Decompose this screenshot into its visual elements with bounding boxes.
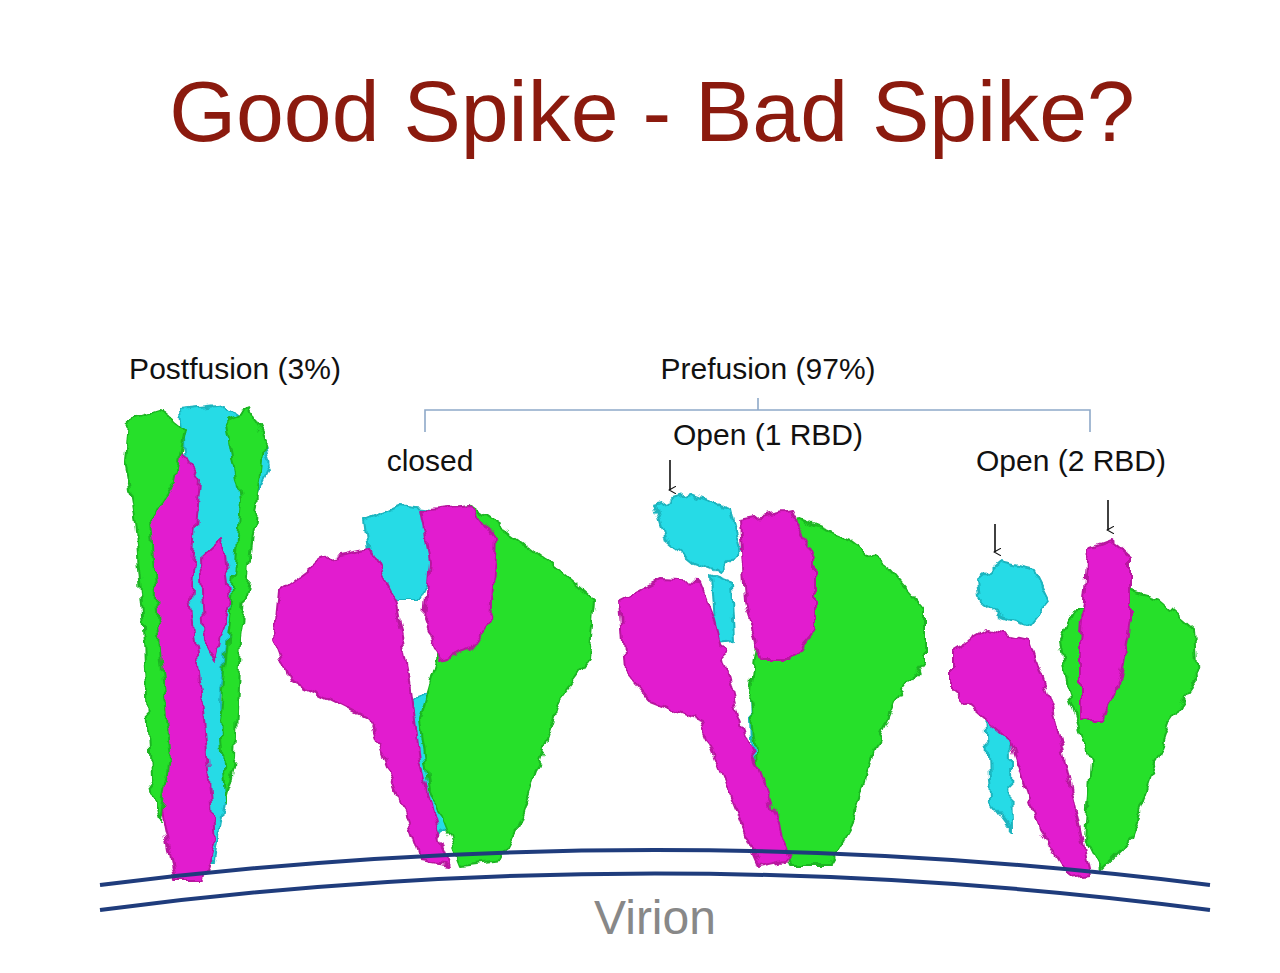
pointer-arrow — [1107, 500, 1109, 530]
postfusion-spike — [125, 405, 270, 880]
cyan-rbd — [655, 495, 740, 572]
membrane-line — [100, 850, 1210, 885]
magenta-chain — [420, 505, 495, 660]
state-label: closed — [387, 446, 474, 476]
green-chain — [420, 505, 595, 865]
pointer-arrow — [669, 460, 671, 490]
pointer-arrow — [994, 524, 996, 552]
group-label: Prefusion (97%) — [660, 354, 875, 384]
state-label: Open (2 RBD) — [976, 446, 1166, 476]
closed-spike — [275, 505, 595, 865]
magenta-chain — [275, 550, 450, 865]
magenta-chain — [740, 510, 815, 660]
state-label: Open (1 RBD) — [673, 420, 863, 450]
open-one-spike — [620, 495, 925, 866]
green-chain — [125, 410, 185, 820]
magenta-chain — [952, 630, 1090, 878]
membrane-label: Virion — [594, 894, 716, 942]
diagram-title: Good Spike - Bad Spike? — [169, 68, 1135, 154]
open-two-spike — [952, 540, 1198, 878]
magenta-chain — [200, 540, 230, 660]
state-label: Postfusion (3%) — [129, 354, 341, 384]
cyan-rbd — [978, 562, 1050, 625]
magenta-rbd — [1080, 540, 1130, 720]
